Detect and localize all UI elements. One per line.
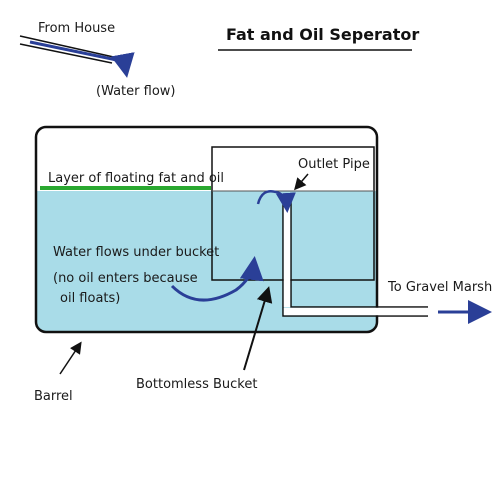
barrel-pointer: [59, 341, 82, 375]
barrel-label: Barrel: [34, 389, 73, 404]
inlet-pipe: [19, 35, 135, 78]
bucket-outline: [211, 146, 375, 281]
barrel-outline: [34, 125, 379, 334]
no-oil-label-line2: oil floats): [60, 291, 120, 306]
to-gravel-label: To Gravel Marsh: [387, 280, 492, 295]
flows-under-label: Water flows under bucket: [53, 245, 219, 260]
bucket-pointer: [243, 286, 273, 371]
flow-into-pipe-arrow: [256, 190, 296, 213]
outlet-pipe-pointer: [294, 173, 309, 191]
inlet-flow-arrow: [29, 40, 135, 78]
bucket-label: Bottomless Bucket: [136, 377, 257, 392]
outlet-pipe-label: Outlet Pipe: [298, 157, 370, 172]
water-flow-label: (Water flow): [96, 84, 175, 99]
diagram-title: Fat and Oil Seperator: [226, 25, 419, 44]
from-house-label: From House: [38, 21, 115, 36]
fat-layer-label: Layer of floating fat and oil: [48, 171, 224, 186]
no-oil-label-line1: (no oil enters because: [53, 271, 198, 286]
flow-under-bucket-arrow: [170, 256, 264, 302]
